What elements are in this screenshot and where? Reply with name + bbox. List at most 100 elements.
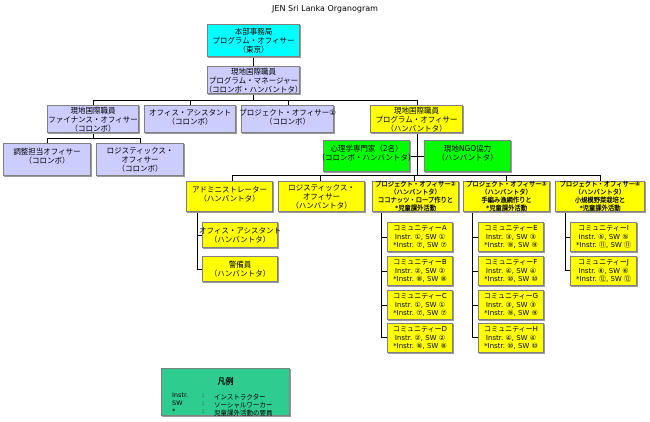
community-staff: Instr. ④, SW ④: [485, 333, 537, 342]
node-line: 現地国際職員: [394, 105, 439, 115]
node-hq-program-officer: 本部事務局 プログラム・オフィサー （東京）: [207, 24, 300, 57]
connector: [600, 175, 601, 181]
community-name: コミュニティーC: [393, 292, 447, 301]
node-line: プロジェクト・オフィサー④: [559, 180, 641, 188]
connector: [93, 100, 94, 105]
community-staff: Instr. ②, SW ②: [394, 266, 446, 275]
community-staff-children: *Instr. ⑫, SW ⑫: [575, 275, 632, 284]
node-line: （ハンバントタ）: [437, 153, 498, 162]
community-staff: Instr. ②, SW ②: [394, 333, 446, 342]
connector: [565, 237, 570, 238]
community-staff: Instr. ①, SW ①: [394, 300, 446, 309]
community-name: コミュニティーE: [484, 224, 538, 233]
community-staff-children: *Instr. ⑧, SW ⑧: [393, 275, 447, 284]
community-f: コミュニティーF Instr. ④, SW ④ *Instr. ⑩, SW ⑩: [478, 256, 544, 286]
node-line: 手編み漁網作りと: [481, 196, 532, 204]
connector: [93, 133, 94, 138]
node-office-assistant-hambantota: オフィス・アシスタント （ハンバントタ）: [198, 222, 282, 248]
node-line: プロジェクト・オフィサー②: [375, 180, 456, 188]
community-name: コミュニティーG: [483, 292, 538, 301]
connector: [381, 212, 382, 337]
community-name: コミュニティーH: [484, 325, 538, 334]
community-name: コミュニティーJ: [578, 258, 629, 267]
community-d: コミュニティーD Instr. ②, SW ② *Instr. ⑧, SW ⑧: [387, 323, 453, 353]
node-line: （コロンボ）: [265, 117, 310, 126]
node-line: プログラム・マネージャー: [208, 75, 299, 85]
node-line: （ハンバントタ）: [199, 194, 260, 203]
node-line: （ハンバントタ）: [209, 269, 271, 278]
community-staff: Instr. ③, SW ③: [485, 232, 537, 241]
connector: [472, 237, 478, 238]
connector: [472, 305, 478, 306]
node-line: （コロンボ）: [117, 164, 163, 173]
legend-key: *: [172, 407, 176, 415]
node-line: アドミニストレーター: [192, 185, 267, 194]
node-line: 心理学専門家（2名）: [330, 144, 403, 153]
node-line: （ハンバントタ）: [291, 201, 352, 210]
community-staff: Instr. ⑥, SW ⑥: [578, 266, 629, 275]
connector: [506, 175, 507, 181]
connector: [320, 175, 321, 181]
node-line: プロジェクト・オフィサー③: [466, 180, 547, 188]
connector: [381, 271, 387, 272]
node-line: *児童課外活動: [394, 204, 437, 212]
community-staff: Instr. ①, SW ①: [394, 232, 446, 241]
legend-desc: 児童課外活動の要員: [214, 409, 273, 417]
node-line: 小規模野菜栽培と: [574, 196, 626, 204]
node-project-officer-2: プロジェクト・オフィサー② （ハンバントタ） ココナッツ・ロープ作りと *児童課…: [372, 181, 459, 212]
legend-sep: :: [202, 407, 205, 415]
node-line: （コロンボ）: [24, 156, 70, 165]
node-guard: 警備員 （ハンバントタ）: [202, 256, 278, 282]
community-e: コミュニティーE Instr. ③, SW ③ *Instr. ⑨, SW ⑨: [478, 222, 544, 252]
community-staff-children: *Instr. ⑩, SW ⑩: [484, 275, 538, 284]
node-psychologist: 心理学専門家（2名） （コロンボ・ハンバントタ）: [318, 140, 415, 172]
connector: [417, 133, 418, 175]
community-staff-children: *Instr. ⑪, SW ⑪: [575, 241, 632, 250]
node-line: 現地国際職員: [231, 66, 276, 76]
community-staff: Instr. ③, SW ③: [485, 300, 537, 309]
node-program-officer: 現地国際職員 プログラム・オフィサー （ハンバントタ）: [370, 105, 463, 133]
community-staff: Instr. ⑤, SW ⑤: [578, 232, 629, 241]
node-line: （ハンバントタ）: [386, 123, 447, 133]
legend-item: * : 児童課外活動の要員: [172, 407, 273, 417]
node-line: （コロンボ・ハンバントタ）: [317, 153, 416, 162]
legend-desc: インストラクター: [214, 393, 266, 401]
node-line: 本部事務局: [234, 27, 273, 36]
community-g: コミュニティーG Instr. ③, SW ③ *Instr. ⑨, SW ⑨: [478, 290, 544, 320]
node-line: （コロンボ）: [167, 117, 213, 126]
community-staff-children: *Instr. ⑦, SW ⑦: [393, 241, 447, 250]
connector: [410, 156, 424, 157]
legend-item: SW : ソーシャルワーカー: [172, 399, 272, 409]
node-program-manager: 現地国際職員 プログラム・マネージャー （コロンボ・ハンバントタ）: [205, 66, 302, 94]
connector: [232, 175, 233, 181]
node-line: 警備員: [228, 260, 252, 269]
community-i: コミュニティーI Instr. ⑤, SW ⑤ *Instr. ⑪, SW ⑪: [570, 222, 637, 252]
community-c: コミュニティーC Instr. ①, SW ① *Instr. ⑦, SW ⑦: [387, 290, 453, 320]
connector: [93, 100, 417, 101]
node-line: オフィス・アシスタント: [148, 108, 232, 117]
chart-title: JEN Sri Lanka Organogram: [272, 4, 378, 13]
community-b: コミュニティーB Instr. ②, SW ② *Instr. ⑧, SW ⑧: [387, 256, 453, 286]
community-h: コミュニティーH Instr. ④, SW ④ *Instr. ⑩, SW ⑩: [478, 323, 544, 353]
node-line: オフィサー: [121, 155, 159, 164]
node-logistics-hambantota: ロジスティックス・ オフィサー （ハンバントタ）: [278, 181, 365, 212]
legend-title: 凡例: [217, 377, 234, 386]
node-line: オフィス・アシスタント: [198, 226, 282, 235]
legend-key: Instr.: [172, 391, 189, 399]
node-line: *児童課外活動: [579, 204, 621, 212]
connector: [253, 94, 254, 100]
node-line: （コロンボ）: [70, 123, 116, 133]
node-line: プログラム・オフィサー: [375, 114, 458, 124]
legend: 凡例 Instr. : インストラクター SW : ソーシャルワーカー * : …: [161, 368, 290, 417]
connector: [197, 269, 202, 270]
community-name: コミュニティーD: [393, 325, 447, 334]
legend-sep: :: [202, 391, 205, 399]
node-local-ngo: 現地NGO協力 （ハンバントタ）: [424, 140, 511, 172]
community-staff-children: *Instr. ⑨, SW ⑨: [484, 241, 538, 250]
community-name: コミュニティーB: [393, 258, 447, 267]
connector: [565, 270, 570, 271]
node-logistics-colombo: ロジスティックス・ オフィサー （コロンボ）: [96, 143, 184, 176]
connector: [288, 100, 289, 105]
node-line: （ハンバントタ）: [481, 188, 532, 196]
connector: [414, 175, 415, 181]
